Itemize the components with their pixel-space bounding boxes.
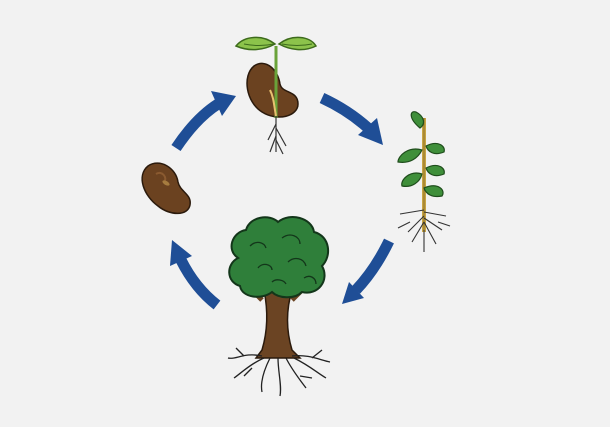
arrow-seedling-to-tree (342, 238, 394, 304)
bean-seed-icon (141, 162, 191, 215)
arrow-seed-to-germinating (171, 91, 236, 152)
cycle-arrows (170, 91, 394, 310)
tree-icon (227, 216, 331, 397)
germinating-bean-icon (234, 36, 318, 155)
arrow-tree-to-seed (170, 240, 221, 310)
seedling-icon (397, 111, 451, 252)
arrow-germinating-to-seedling (319, 93, 383, 145)
